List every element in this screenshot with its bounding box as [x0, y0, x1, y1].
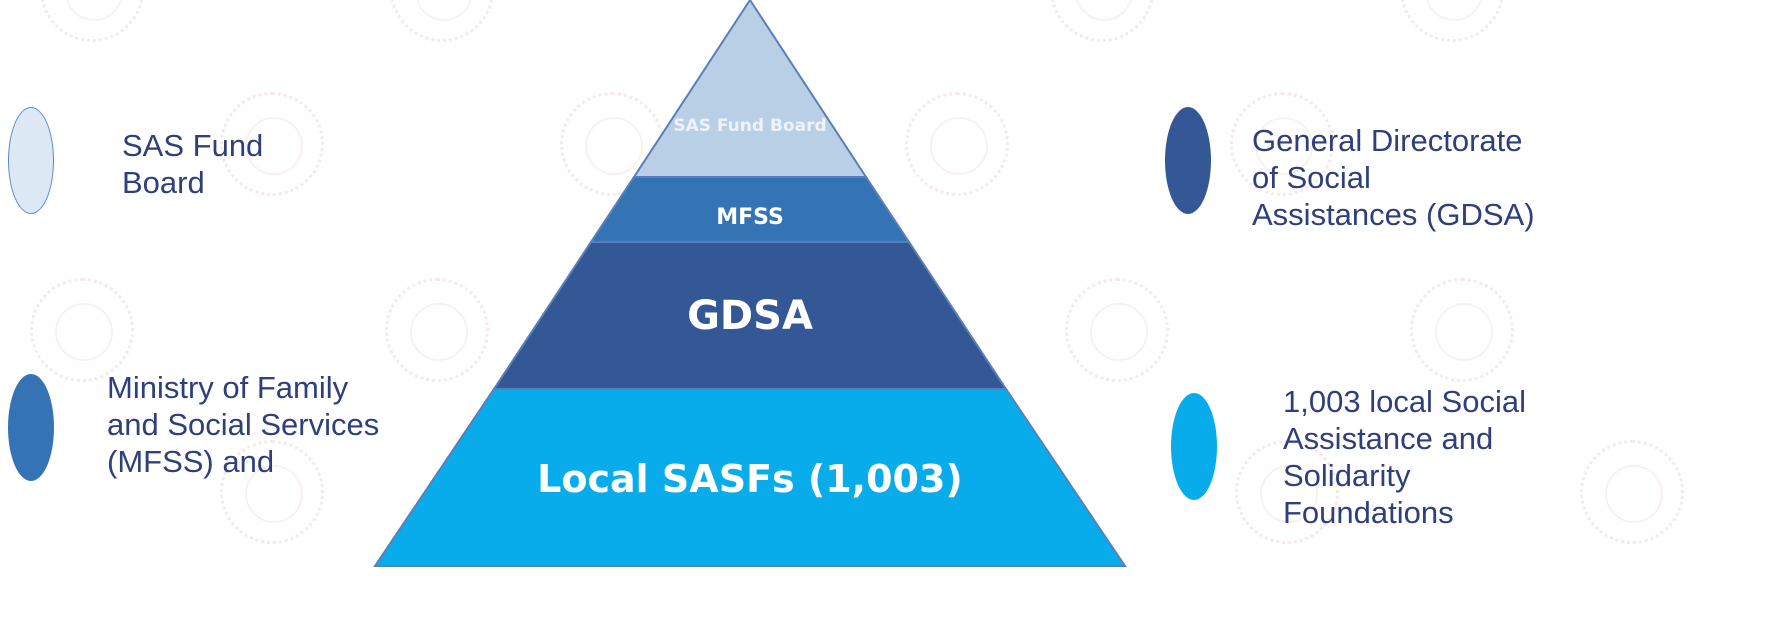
tier-label-text: MFSS [716, 205, 784, 230]
tier-label-text: GDSA [687, 293, 813, 339]
legend-line: Solidarity [1283, 458, 1411, 493]
legend-line: (MFSS) and [107, 444, 275, 479]
legend-line: Board [122, 165, 205, 200]
legend-line: Ministry of Family [107, 370, 349, 405]
legend-line: Assistances (GDSA) [1252, 197, 1535, 232]
pyramid-tier-sas-fund-board [632, 0, 868, 178]
seal-watermark-icon [1065, 278, 1169, 382]
legend-marker-sas-fund-board [8, 107, 54, 214]
legend-marker-local-sasfs [1171, 393, 1217, 500]
legend-line: General Directorate [1252, 123, 1523, 158]
tier-label-sas-fund-board: SAS Fund Board [650, 113, 850, 139]
tier-label-text: SAS Fund Board [673, 116, 827, 136]
legend-marker-mfss [8, 374, 54, 481]
legend-line: of Social [1252, 160, 1371, 195]
legend-line: SAS Fund [122, 128, 264, 163]
legend-line: 1,003 local Social [1283, 384, 1526, 419]
legend-text-sas-fund-board: SAS Fund Board [122, 127, 382, 201]
seal-watermark-icon [1410, 278, 1514, 382]
seal-watermark-icon [30, 278, 134, 382]
seal-watermark-icon [220, 440, 324, 544]
seal-watermark-icon [1580, 440, 1684, 544]
seal-watermark-icon [1235, 440, 1339, 544]
legend-line: and Social Services [107, 407, 380, 442]
seal-watermark-icon [220, 92, 324, 196]
tier-label-local-sasfs: Local SASFs (1,003) [500, 454, 1000, 504]
tier-label-gdsa: GDSA [600, 291, 900, 341]
tier-label-mfss: MFSS [650, 204, 850, 232]
tier-label-text: Local SASFs (1,003) [537, 457, 963, 501]
seal-watermark-icon [385, 278, 489, 382]
pyramid-tier-local-sasfs [373, 388, 1127, 567]
legend-text-local-sasfs: 1,003 local Social Assistance and Solida… [1283, 383, 1573, 531]
legend-line: Foundations [1283, 495, 1454, 530]
seal-watermark-icon [905, 92, 1009, 196]
legend-line: Assistance and [1283, 421, 1494, 456]
legend-text-gdsa: General Directorate of Social Assistance… [1252, 122, 1572, 233]
seal-watermark-icon [1230, 92, 1334, 196]
legend-text-mfss: Ministry of Family and Social Services (… [107, 369, 427, 480]
legend-marker-gdsa [1165, 107, 1211, 214]
